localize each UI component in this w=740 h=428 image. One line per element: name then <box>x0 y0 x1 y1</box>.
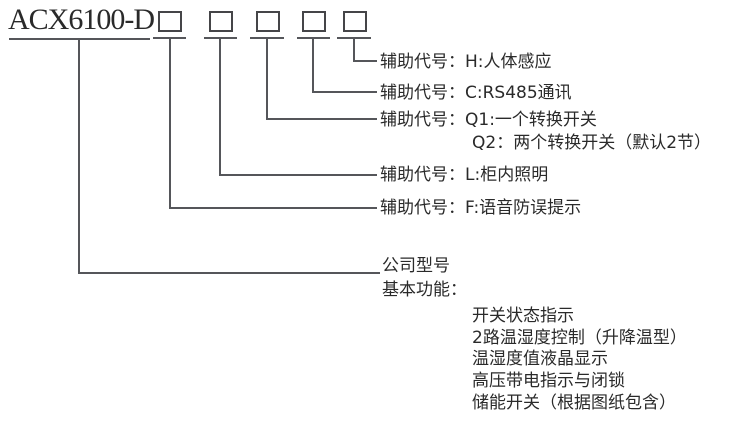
code-box-1 <box>158 11 182 32</box>
aux-label-l: 辅助代号：L:柜内照明 <box>380 165 549 185</box>
connector-aux-f <box>169 38 377 209</box>
connector-company-model <box>78 39 380 274</box>
feature-item: 温湿度值液晶显示 <box>472 349 608 370</box>
connector-aux-c <box>312 38 377 93</box>
connector-aux-q <box>266 38 377 120</box>
aux-label-q2: Q2：两个转换开关（默认2节） <box>472 133 712 153</box>
aux-label-h: 辅助代号：H:人体感应 <box>380 52 552 72</box>
basic-functions-heading: 基本功能： <box>382 280 467 300</box>
company-model-label: 公司型号 <box>382 256 450 276</box>
aux-label-f: 辅助代号：F:语音防误提示 <box>380 198 582 218</box>
connector-aux-h <box>353 38 377 62</box>
aux-label-c: 辅助代号：C:RS485通讯 <box>380 83 572 103</box>
code-box-4 <box>302 11 326 32</box>
model-prefix-text: ACX6100-D <box>8 3 155 36</box>
feature-item: 开关状态指示 <box>472 306 574 326</box>
code-box-3 <box>256 11 280 32</box>
aux-label-q1: 辅助代号：Q1:一个转换开关 <box>380 110 597 130</box>
basic-function-list: 开关状态指示 2路温湿度控制（升降温型） 温湿度值液晶显示 高压带电指示与闭锁 … <box>472 306 687 415</box>
feature-item: 储能开关（根据图纸包含） <box>472 392 676 413</box>
code-box-2 <box>209 11 233 32</box>
feature-item: 高压带电指示与闭锁 <box>472 371 625 392</box>
code-box-5 <box>343 11 367 32</box>
feature-item: 2路温湿度控制（升降温型） <box>472 327 687 348</box>
connector-aux-l <box>219 38 377 176</box>
